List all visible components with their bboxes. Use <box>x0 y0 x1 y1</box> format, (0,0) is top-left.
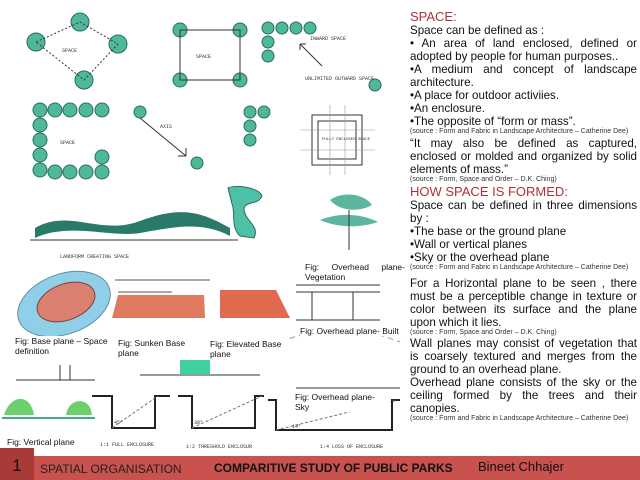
sketch-label: 1:4 LOSS OF ENCLOSURE <box>320 444 383 450</box>
sketch-label: 14° <box>292 424 301 430</box>
bullet: •A medium and concept of landscape archi… <box>410 63 637 89</box>
heading-how-space: HOW SPACE IS FORMED: <box>410 184 568 199</box>
heading-space: SPACE: <box>410 9 457 24</box>
sketch-label: SPACE <box>196 54 211 60</box>
source: (source : Form and Fabric in Landscape A… <box>410 128 629 135</box>
caption-vertical: Fig: Vertical plane <box>7 437 75 447</box>
sketch-label: 30° <box>194 420 203 426</box>
caption-overhead-built: Fig: Overhead plane- Built <box>300 326 399 336</box>
sketch-label: LANDFORM CREATING SPACE <box>60 254 129 260</box>
paragraph: Wall planes may consist of vegetation th… <box>410 337 637 376</box>
sketch-label: SPACE <box>62 48 77 54</box>
sketch-label: AXIS <box>160 124 172 130</box>
bullet: •An enclosure. <box>410 102 485 115</box>
quote: “It may also be defined as captured, enc… <box>410 136 637 176</box>
caption-elevated: Fig: Elevated Base plane <box>210 339 300 359</box>
paragraph: For a Horizontal plane to be seen , ther… <box>410 276 637 329</box>
bullet: •The opposite of “form or mass”. <box>410 115 576 128</box>
bullet: •The base or the ground plane <box>410 225 567 238</box>
sketch-label: SPACE <box>60 140 75 146</box>
caption-sunken: Fig: Sunken Base plane <box>118 338 204 358</box>
source: (source : Form and Fabric in Landscape A… <box>410 264 629 271</box>
bullet: •Sky or the overhead plane <box>410 251 550 264</box>
source: (source : Form and Fabric in Landscape A… <box>410 415 629 422</box>
sketch-label: 1:2 THRESHOLD ENCLOSUR <box>186 444 252 450</box>
footer-author: Bineet Chhajer <box>478 459 564 474</box>
footer-bar <box>0 456 640 480</box>
sketches: SPACE SPACE INWARD SPACE UNLIMITED OUTWA… <box>2 12 401 450</box>
sketch-label: 45° <box>114 420 123 426</box>
caption-base-plane: Fig: Base plane – Space definition <box>15 336 110 356</box>
sketch-label: INWARD SPACE <box>310 36 346 42</box>
slide-number: 1 <box>0 448 34 480</box>
bullet: •Wall or vertical planes <box>410 238 528 251</box>
source: (source : Form, Space and Order – D.K. C… <box>410 175 557 183</box>
sketch-label: FULLY ENCLOSED SPACE <box>322 138 371 142</box>
intro: Space can be defined as : <box>410 24 545 37</box>
caption-sky: Fig: Overhead plane- Sky <box>295 392 390 412</box>
sketch-label: 1:1 FULL ENCLOSURE <box>100 442 154 448</box>
paragraph: Overhead plane consists of the sky or th… <box>410 376 637 415</box>
footer-section: SPATIAL ORGANISATION <box>40 462 182 476</box>
caption-overhead-vegetation: Fig: Overhead plane- Vegetation <box>305 262 405 282</box>
intro2: Space can be defined in three dimensions… <box>410 199 637 225</box>
source: (source : Form, Space and Order – D.K. C… <box>410 328 557 336</box>
bullet: • An area of land enclosed, defined or a… <box>410 37 637 63</box>
bullet: •A place for outdoor activiies. <box>410 89 560 102</box>
sketch-label: UNLIMITED OUTWARD SPACE <box>305 76 374 82</box>
text-column: SPACE: Space can be defined as : • An ar… <box>410 9 637 424</box>
footer-title: COMPARITIVE STUDY OF PUBLIC PARKS <box>214 461 453 475</box>
